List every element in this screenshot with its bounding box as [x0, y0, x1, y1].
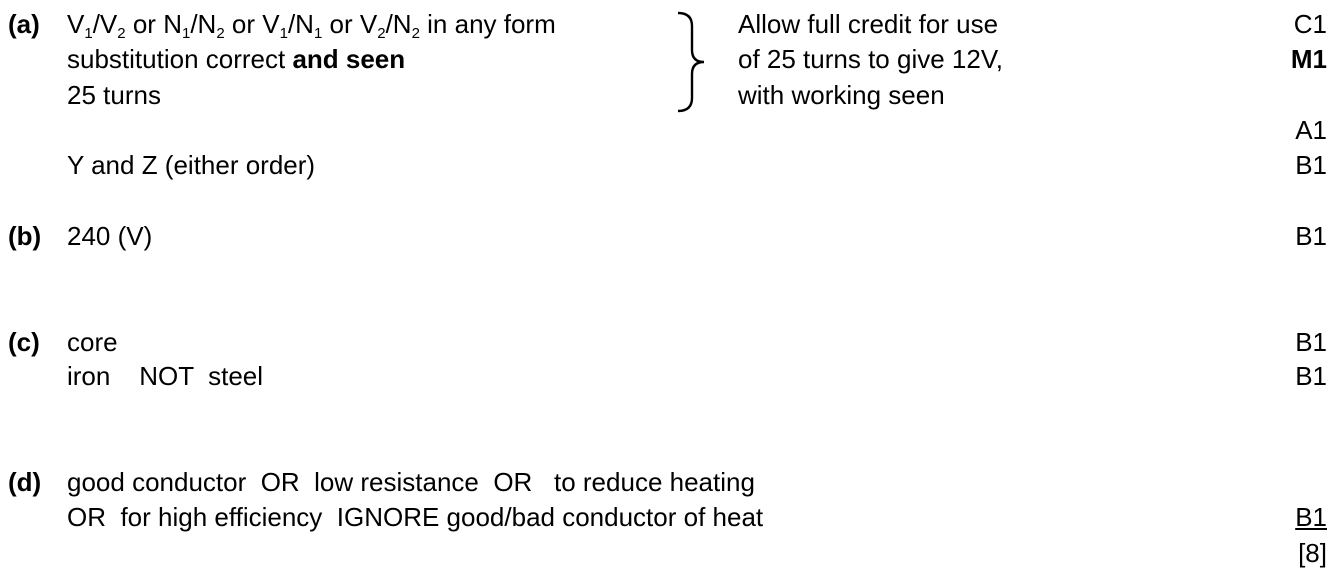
note-line-1: Allow full credit for use: [738, 9, 999, 39]
mark-b1-a: B1: [1295, 150, 1327, 180]
note-line-2: of 25 turns to give 12V,: [738, 44, 1004, 74]
ratio-line: V1/V2 or N1/N2 or V1/N1 or V2/N2 in any …: [67, 9, 556, 42]
mark-b1-c1: B1: [1295, 327, 1327, 357]
answer-high-efficiency: OR for high efficiency IGNORE good/bad c…: [67, 502, 764, 532]
substitution-line: substitution correct and seen: [67, 44, 406, 74]
answer-240v: 240 (V): [67, 221, 153, 251]
answer-core: core: [67, 327, 118, 357]
note-line-3: with working seen: [738, 80, 945, 110]
curly-brace-icon: [677, 11, 705, 113]
answer-iron: iron NOT steel: [67, 361, 264, 391]
mark-c1: C1: [1293, 9, 1327, 39]
question-label-d: (d): [8, 467, 42, 497]
mark-a1: A1: [1295, 115, 1327, 145]
total-marks: [8]: [1298, 538, 1327, 568]
answer-y-and-z: Y and Z (either order): [67, 150, 316, 180]
mark-b1-b: B1: [1295, 221, 1327, 251]
question-label-b: (b): [8, 221, 42, 251]
answer-25-turns: 25 turns: [67, 80, 161, 110]
mark-m1: M1: [1290, 44, 1327, 74]
question-label-c: (c): [8, 327, 40, 357]
answer-good-conductor: good conductor OR low resistance OR to r…: [67, 467, 755, 497]
question-label-a: (a): [8, 9, 40, 39]
mark-b1-c2: B1: [1295, 361, 1327, 391]
mark-b1-d: B1: [1295, 502, 1327, 532]
